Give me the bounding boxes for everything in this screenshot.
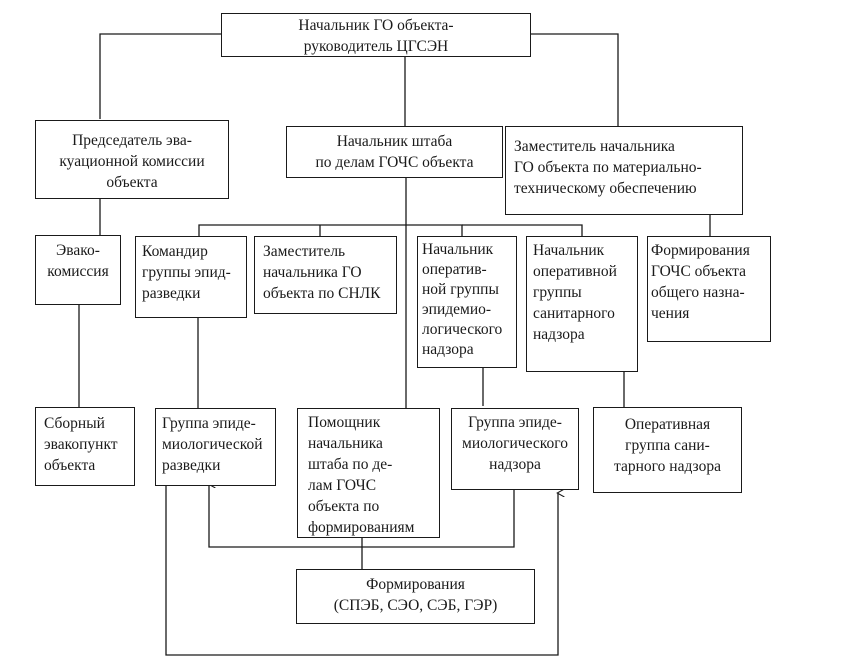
node-epid-supervision-chief: Начальник оператив- ной группы эпидемио-… bbox=[417, 236, 517, 368]
connector-staff-bus bbox=[198, 224, 463, 236]
node-deputy-snlk: Заместитель начальника ГО объекта по СНЛ… bbox=[254, 236, 397, 314]
node-deputy-logistics: Заместитель начальника ГО объекта по мат… bbox=[505, 126, 743, 215]
node-epid-recon-group: Группа эпиде- миологической разведки bbox=[155, 408, 276, 486]
node-chief-of-staff: Начальник штаба по делам ГОЧС объекта bbox=[286, 126, 503, 178]
connector-bus-sanitary bbox=[462, 224, 583, 236]
node-sanitary-supervision-group: Оперативная группа сани- тарного надзора bbox=[593, 407, 742, 493]
connector-bottom-loop bbox=[165, 486, 558, 656]
node-general-formations: Формирования ГОЧС объекта общего назна- … bbox=[647, 236, 771, 342]
node-assembly-point: Сборный эвакопункт объекта bbox=[35, 407, 135, 486]
node-head: Начальник ГО объекта- руководитель ЦГСЭН bbox=[221, 13, 531, 57]
node-assistant-chief: Помощник начальника штаба по де- лам ГОЧ… bbox=[297, 408, 440, 538]
node-evac-chair: Председатель эва- куационной комиссии об… bbox=[35, 120, 229, 199]
node-evac-commission: Эвако- комиссия bbox=[35, 235, 121, 305]
connector-head-deputy bbox=[530, 33, 619, 126]
node-epid-supervision-group: Группа эпиде- миологического надзора bbox=[451, 408, 579, 490]
node-epid-recon-commander: Командир группы эпид- разведки bbox=[135, 236, 247, 318]
connector-head-evac bbox=[99, 33, 221, 119]
node-formations: Формирования (СПЭБ, СЭО, СЭБ, ГЭР) bbox=[296, 569, 535, 624]
node-sanitary-supervision-chief: Начальник оперативной группы санитарного… bbox=[526, 236, 638, 372]
